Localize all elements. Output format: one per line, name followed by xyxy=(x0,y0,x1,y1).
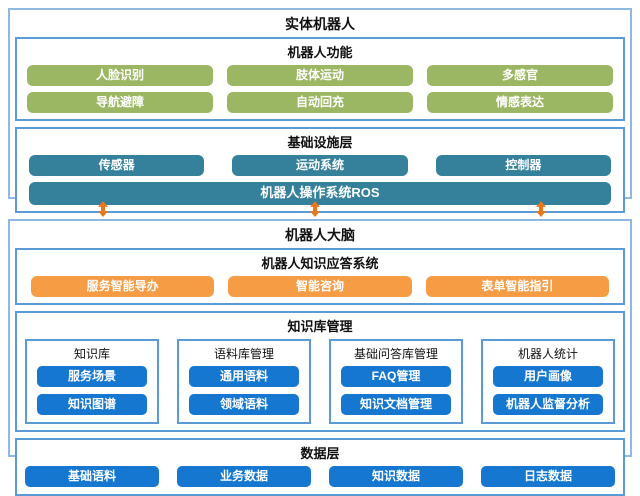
functions-row-1: 人脸识别 肢体运动 多感官 xyxy=(17,65,623,86)
function-button: 情感表达 xyxy=(427,92,613,113)
data-button: 日志数据 xyxy=(481,466,615,487)
data-button: 基础语料 xyxy=(25,466,159,487)
group-title: 基础问答库管理 xyxy=(353,347,438,361)
data-layer-title: 数据层 xyxy=(300,446,340,461)
data-button: 知识数据 xyxy=(329,466,463,487)
group-button: 用户画像 xyxy=(493,366,603,387)
infra-button: 运动系统 xyxy=(232,155,408,176)
robot-architecture-diagram: 实体机器人 机器人功能 人脸识别 肢体运动 多感官 导航避障 自动回充 情感表达… xyxy=(0,8,640,496)
group-button: 通用语料 xyxy=(189,366,299,387)
knowledge-groups: 知识库 服务场景 知识图谱 语料库管理 通用语料 领域语料 基础问答库管理 FA… xyxy=(17,339,623,424)
function-button: 导航避障 xyxy=(27,92,213,113)
group-title: 知识库 xyxy=(73,347,110,361)
qa-button: 服务智能导办 xyxy=(31,276,215,297)
physical-robot-title: 实体机器人 xyxy=(285,16,355,32)
group-button: 知识图谱 xyxy=(37,394,147,415)
infrastructure-title: 基础设施层 xyxy=(287,135,353,150)
group-button: FAQ管理 xyxy=(341,366,451,387)
qa-button: 表单智能指引 xyxy=(425,276,609,297)
knowledge-group-stats: 机器人统计 用户画像 机器人监督分析 xyxy=(481,339,615,424)
qa-system-title: 机器人知识应答系统 xyxy=(261,256,379,271)
infra-button: 控制器 xyxy=(435,155,611,176)
infrastructure-row: 传感器 运动系统 控制器 xyxy=(17,155,623,176)
group-title: 机器人统计 xyxy=(517,347,578,361)
qa-system-box: 机器人知识应答系统 服务智能导办 智能咨询 表单智能指引 xyxy=(15,248,625,305)
infrastructure-box: 基础设施层 传感器 运动系统 控制器 机器人操作系统ROS xyxy=(15,127,625,213)
functions-row-2: 导航避障 自动回充 情感表达 xyxy=(17,92,623,113)
data-layer-row: 基础语料 业务数据 知识数据 日志数据 xyxy=(17,466,623,487)
function-button: 肢体运动 xyxy=(227,65,413,86)
up-down-arrow-icon xyxy=(536,201,546,217)
group-button: 机器人监督分析 xyxy=(493,394,603,415)
function-button: 自动回充 xyxy=(227,92,413,113)
data-button: 业务数据 xyxy=(177,466,311,487)
group-button: 领域语料 xyxy=(189,394,299,415)
robot-functions-title: 机器人功能 xyxy=(287,45,353,60)
infra-button: 传感器 xyxy=(29,155,205,176)
knowledge-group-kb: 知识库 服务场景 知识图谱 xyxy=(25,339,159,424)
connector-arrows xyxy=(0,199,640,219)
robot-brain-section: 机器人大脑 机器人知识应答系统 服务智能导办 智能咨询 表单智能指引 知识库管理… xyxy=(8,219,632,496)
group-button: 知识文档管理 xyxy=(341,394,451,415)
robot-functions-box: 机器人功能 人脸识别 肢体运动 多感官 导航避障 自动回充 情感表达 xyxy=(15,37,625,121)
ros-button: 机器人操作系统ROS xyxy=(29,182,611,205)
up-down-arrow-icon xyxy=(98,201,108,217)
function-button: 人脸识别 xyxy=(27,65,213,86)
data-layer-box: 数据层 基础语料 业务数据 知识数据 日志数据 xyxy=(15,438,625,496)
robot-brain-title: 机器人大脑 xyxy=(285,227,355,243)
up-down-arrow-icon xyxy=(310,201,320,217)
knowledge-group-faq: 基础问答库管理 FAQ管理 知识文档管理 xyxy=(329,339,463,424)
knowledge-mgmt-title: 知识库管理 xyxy=(287,319,353,334)
knowledge-mgmt-box: 知识库管理 知识库 服务场景 知识图谱 语料库管理 通用语料 领域语料 基础问答… xyxy=(15,311,625,432)
function-button: 多感官 xyxy=(427,65,613,86)
physical-robot-section: 实体机器人 机器人功能 人脸识别 肢体运动 多感官 导航避障 自动回充 情感表达… xyxy=(8,8,632,213)
qa-row: 服务智能导办 智能咨询 表单智能指引 xyxy=(17,276,623,297)
qa-button: 智能咨询 xyxy=(228,276,412,297)
knowledge-group-corpus: 语料库管理 通用语料 领域语料 xyxy=(177,339,311,424)
group-button: 服务场景 xyxy=(37,366,147,387)
group-title: 语料库管理 xyxy=(213,347,274,361)
